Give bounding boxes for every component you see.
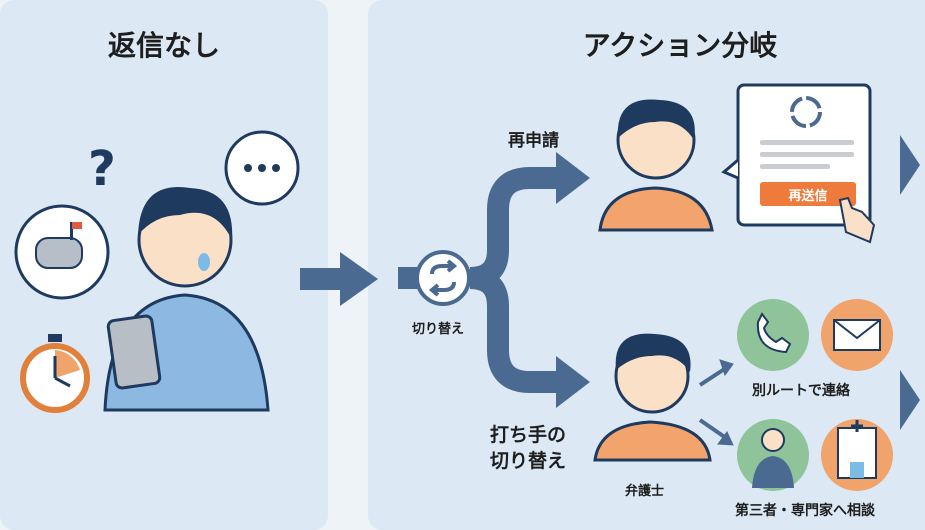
stopwatch-icon: [20, 334, 90, 413]
lawyer-label: 弁護士: [625, 484, 665, 499]
phone-icon: [737, 299, 809, 371]
mail-icon: [821, 299, 893, 371]
consult-expert-label: 第三者・専門家へ相談: [735, 503, 875, 519]
person-with-phone: [103, 186, 270, 412]
expert-icon: [737, 419, 809, 491]
refresh-icon: [790, 96, 822, 128]
other-route-label: 別ルートで連絡: [752, 383, 850, 399]
confused-person-illustration: ?: [14, 130, 378, 413]
pointing-hand-icon: [838, 196, 876, 244]
question-mark-icon: ?: [88, 141, 116, 197]
next-chevron-top: [900, 135, 920, 195]
branch-bottom-label-2: 切り替え: [490, 450, 567, 472]
right-arrow: [300, 252, 378, 306]
switch-icon: [415, 250, 471, 306]
next-chevron-bottom: [900, 370, 920, 430]
branch-top-label: 再申請: [508, 131, 559, 151]
hospital-icon: [821, 419, 893, 491]
resend-button[interactable]: 再送信: [788, 189, 828, 204]
person-bottom: [593, 333, 712, 462]
left-panel-title: 返信なし: [107, 29, 220, 62]
switch-label: 切り替え: [412, 322, 465, 337]
person-top: [598, 99, 714, 232]
right-panel-title: アクション分岐: [582, 29, 778, 62]
branch-bottom-label-1: 打ち手の: [490, 424, 567, 446]
speech-bubble-ellipsis-icon: [224, 130, 300, 206]
resubmit-document-card: [721, 83, 872, 227]
mailbox-icon: [14, 204, 110, 300]
